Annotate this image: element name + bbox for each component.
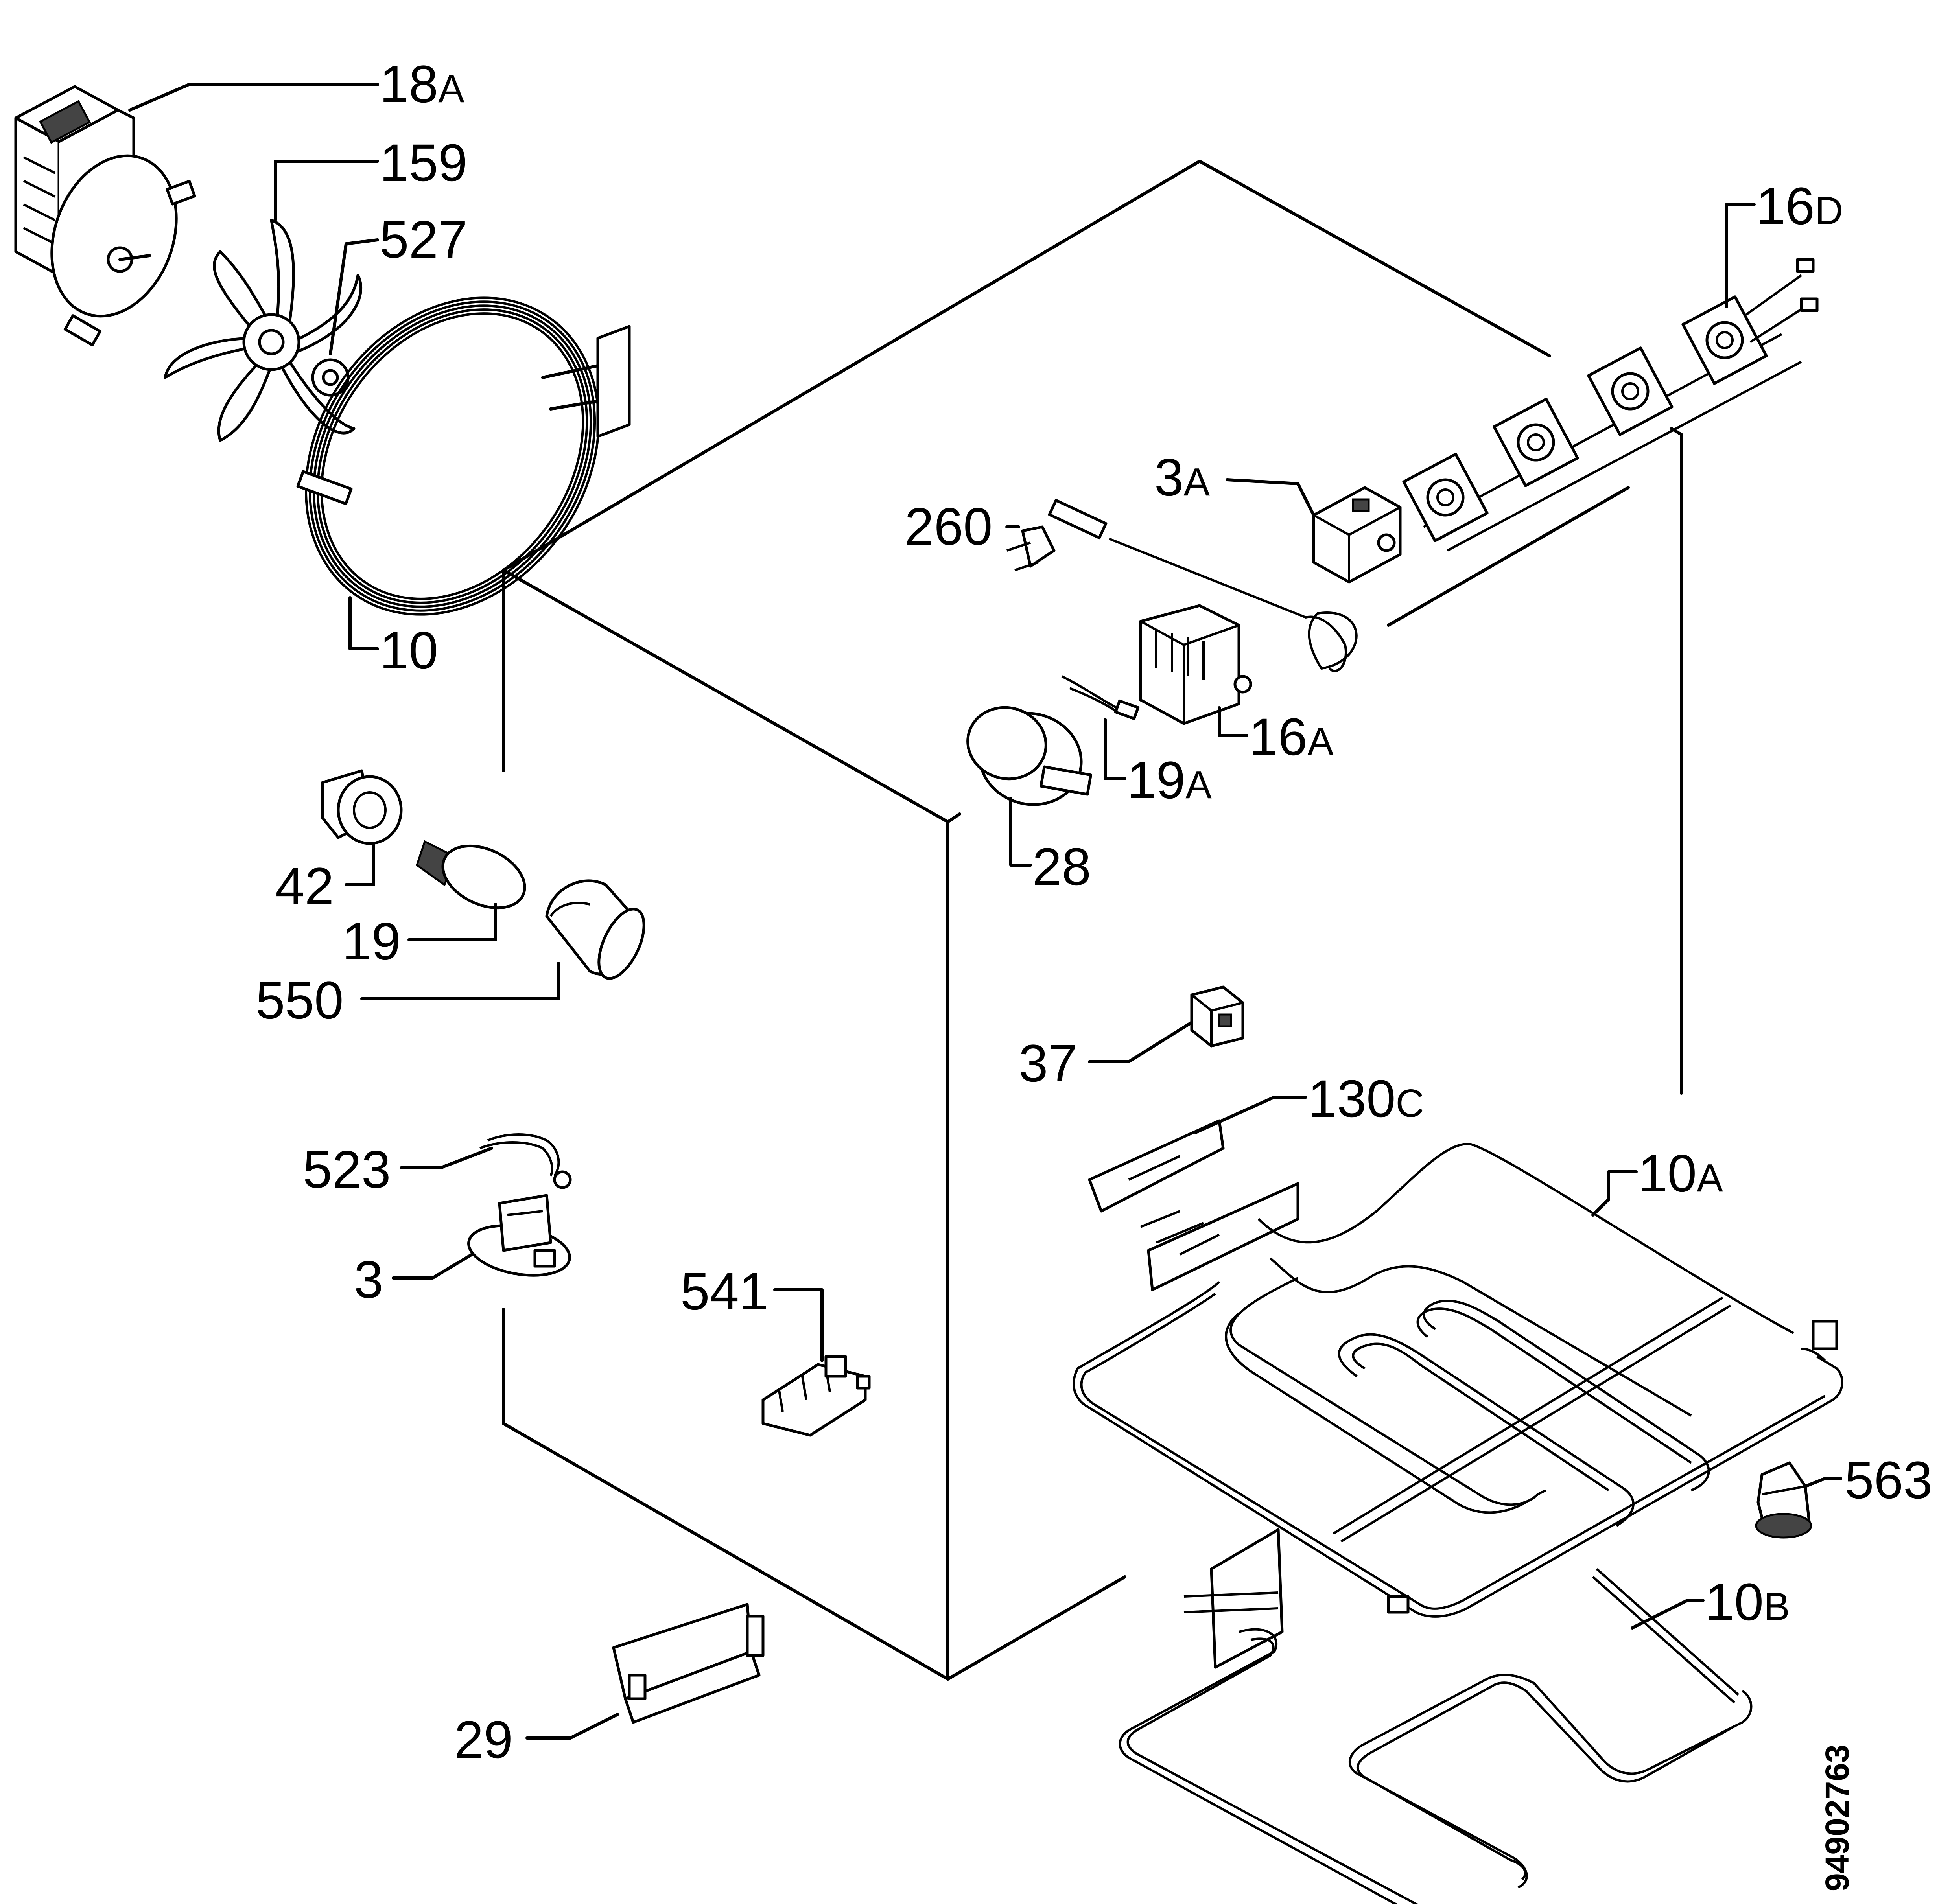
- leader-3A: [1226, 478, 1315, 517]
- label-3A: 3A: [1154, 448, 1210, 507]
- selector-switch-part: [1139, 604, 1252, 725]
- drawing-number: 94902763: [1819, 1744, 1856, 1891]
- label-10A: 10A: [1638, 1144, 1723, 1203]
- oven-cabinet-outline: [502, 160, 1683, 1681]
- leader-10B: [1631, 1599, 1705, 1630]
- label-130C: 130C: [1308, 1070, 1424, 1128]
- lower-heating-element-part: [1119, 1528, 1753, 1904]
- label-563: 563: [1845, 1451, 1933, 1510]
- cap-part: [1755, 1461, 1812, 1539]
- door-switch-part: [1190, 985, 1244, 1048]
- label-42: 42: [275, 857, 334, 916]
- switch-strip-part: [1402, 258, 1819, 552]
- leader-29: [525, 1713, 619, 1740]
- fan-blade-part: [164, 219, 363, 442]
- fan-motor-part: [14, 85, 196, 346]
- label-28: 28: [1032, 838, 1091, 896]
- lamp-holder-part: [321, 769, 403, 845]
- leader-563: [1804, 1477, 1842, 1488]
- label-10: 10: [380, 621, 438, 680]
- label-541: 541: [680, 1262, 769, 1321]
- leader-19A: [1104, 718, 1126, 780]
- timer-module-part: [612, 1603, 765, 1724]
- leader-10: [348, 596, 379, 650]
- terminal-plate-part: [1088, 1119, 1299, 1291]
- label-37: 37: [1019, 1034, 1077, 1093]
- label-18A: 18A: [380, 55, 464, 114]
- label-159: 159: [380, 134, 468, 192]
- label-550: 550: [256, 971, 344, 1030]
- label-16A: 16A: [1249, 708, 1334, 766]
- leader-523: [400, 1147, 493, 1169]
- label-10B: 10B: [1705, 1573, 1790, 1631]
- thermostat-part: [1048, 486, 1402, 672]
- wire-clamp-part: [479, 1133, 572, 1189]
- terminal-block-part: [761, 1355, 871, 1437]
- leader-37: [1088, 1021, 1193, 1063]
- leader-10A: [1591, 1170, 1638, 1217]
- leader-159: [274, 160, 379, 222]
- leader-527: [329, 238, 379, 355]
- safety-thermostat-part: [467, 1194, 571, 1277]
- leader-541: [773, 1288, 824, 1362]
- leader-16D: [1725, 203, 1756, 308]
- label-523: 523: [303, 1140, 391, 1199]
- lamp-cover-part: [545, 879, 645, 980]
- label-19: 19: [342, 912, 401, 971]
- upper-grill-element-part: [1073, 1143, 1843, 1618]
- lamp-bulb-part: [416, 840, 526, 910]
- leader-130C: [1194, 1096, 1307, 1134]
- control-knob-part: [966, 706, 1092, 806]
- leader-19: [407, 903, 497, 941]
- clip-part: [1006, 525, 1056, 571]
- circular-heating-element-part: [296, 296, 631, 616]
- leader-28: [1009, 797, 1032, 867]
- label-16D: 16D: [1756, 177, 1843, 236]
- leader-3: [392, 1253, 474, 1280]
- label-3: 3: [354, 1250, 383, 1309]
- leader-42: [345, 844, 375, 886]
- label-260: 260: [905, 497, 993, 556]
- label-19A: 19A: [1127, 751, 1212, 810]
- indicator-lamp-part: [1061, 675, 1140, 720]
- leader-16A: [1218, 706, 1248, 737]
- leader-550: [360, 962, 560, 1000]
- label-29: 29: [454, 1711, 513, 1769]
- label-527: 527: [380, 210, 468, 269]
- leader-18A: [128, 83, 379, 112]
